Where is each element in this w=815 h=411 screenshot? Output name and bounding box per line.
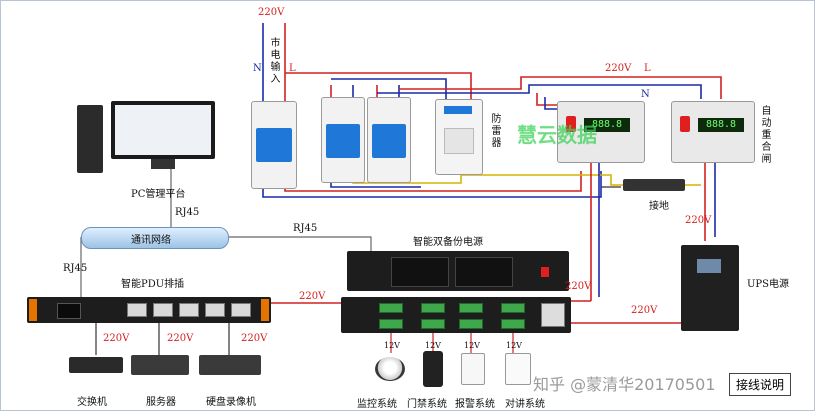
surge-protector-label: 防雷器 [489, 113, 500, 149]
center-watermark: 慧云数据 [517, 123, 597, 147]
meter-1: 888.8 [557, 101, 645, 163]
server-device [131, 355, 189, 375]
pc-tower [77, 105, 103, 173]
camera-device [375, 357, 405, 381]
v12-label-2: 12V [425, 341, 441, 350]
dual-power-top-unit [347, 251, 569, 291]
v12-label-4: 12V [506, 341, 522, 350]
footer-watermark: 知乎 @蒙清华20170501 [533, 375, 716, 394]
ground-label: 接地 [649, 201, 669, 212]
access-device [423, 351, 443, 387]
intercom-system-label: 对讲系统 [505, 399, 545, 410]
switch-device [69, 357, 123, 373]
rj45-left-label: RJ45 [63, 263, 88, 274]
ups-label: UPS电源 [747, 279, 790, 290]
auto-reclose-label: 自动重合闸 [759, 105, 770, 165]
ground-bar [623, 179, 685, 191]
network-bus [81, 227, 229, 249]
surge-protector-device [435, 99, 483, 175]
access-system-label: 门禁系统 [407, 399, 447, 410]
mains-voltage-label: 220V [258, 7, 285, 18]
switch-voltage: 220V [103, 333, 130, 344]
pc-platform-label: PC管理平台 [131, 189, 186, 200]
pdu-input-voltage: 220V [299, 291, 326, 302]
v12-label-3: 12V [464, 341, 480, 350]
right-voltage-label: 220V [605, 63, 632, 74]
nvr-voltage: 220V [241, 333, 268, 344]
meter-2: 888.8 [671, 101, 755, 163]
server-label: 服务器 [146, 397, 176, 408]
rj45-mid-label: RJ45 [293, 223, 318, 234]
intercom-device [505, 353, 531, 385]
ups-input-voltage: 220V [685, 215, 712, 226]
pdu-strip [27, 297, 271, 323]
live-label: L [289, 63, 296, 74]
breaker-3 [367, 97, 411, 183]
ups-device [681, 245, 739, 331]
breaker-2 [321, 97, 365, 183]
network-label: 通讯网络 [131, 235, 171, 246]
main-breaker [251, 101, 297, 189]
dual-power-bottom-unit [341, 297, 571, 333]
wiring-note-box: 接线说明 [729, 373, 792, 396]
nvr-device [199, 355, 261, 375]
pc-monitor [111, 101, 215, 159]
alarm-system-label: 报警系统 [455, 399, 495, 410]
ups-output-voltage: 220V [631, 305, 658, 316]
right-live-label: L [644, 63, 651, 74]
monitor-system-label: 监控系统 [357, 399, 397, 410]
mains-input-label: 市电输入 [268, 37, 279, 85]
nvr-label: 硬盘录像机 [206, 397, 256, 408]
dual-power-label: 智能双备份电源 [413, 237, 483, 248]
dual-input-voltage: 220V [565, 281, 592, 292]
pdu-label: 智能PDU排插 [121, 279, 185, 290]
rj45-top-label: RJ45 [175, 207, 200, 218]
alarm-device [461, 353, 485, 385]
switch-label: 交换机 [77, 397, 107, 408]
v12-label-1: 12V [384, 341, 400, 350]
right-neutral-label: N [641, 89, 650, 100]
server-voltage: 220V [167, 333, 194, 344]
monitor-stand [151, 159, 175, 169]
neutral-label: N [253, 63, 262, 74]
